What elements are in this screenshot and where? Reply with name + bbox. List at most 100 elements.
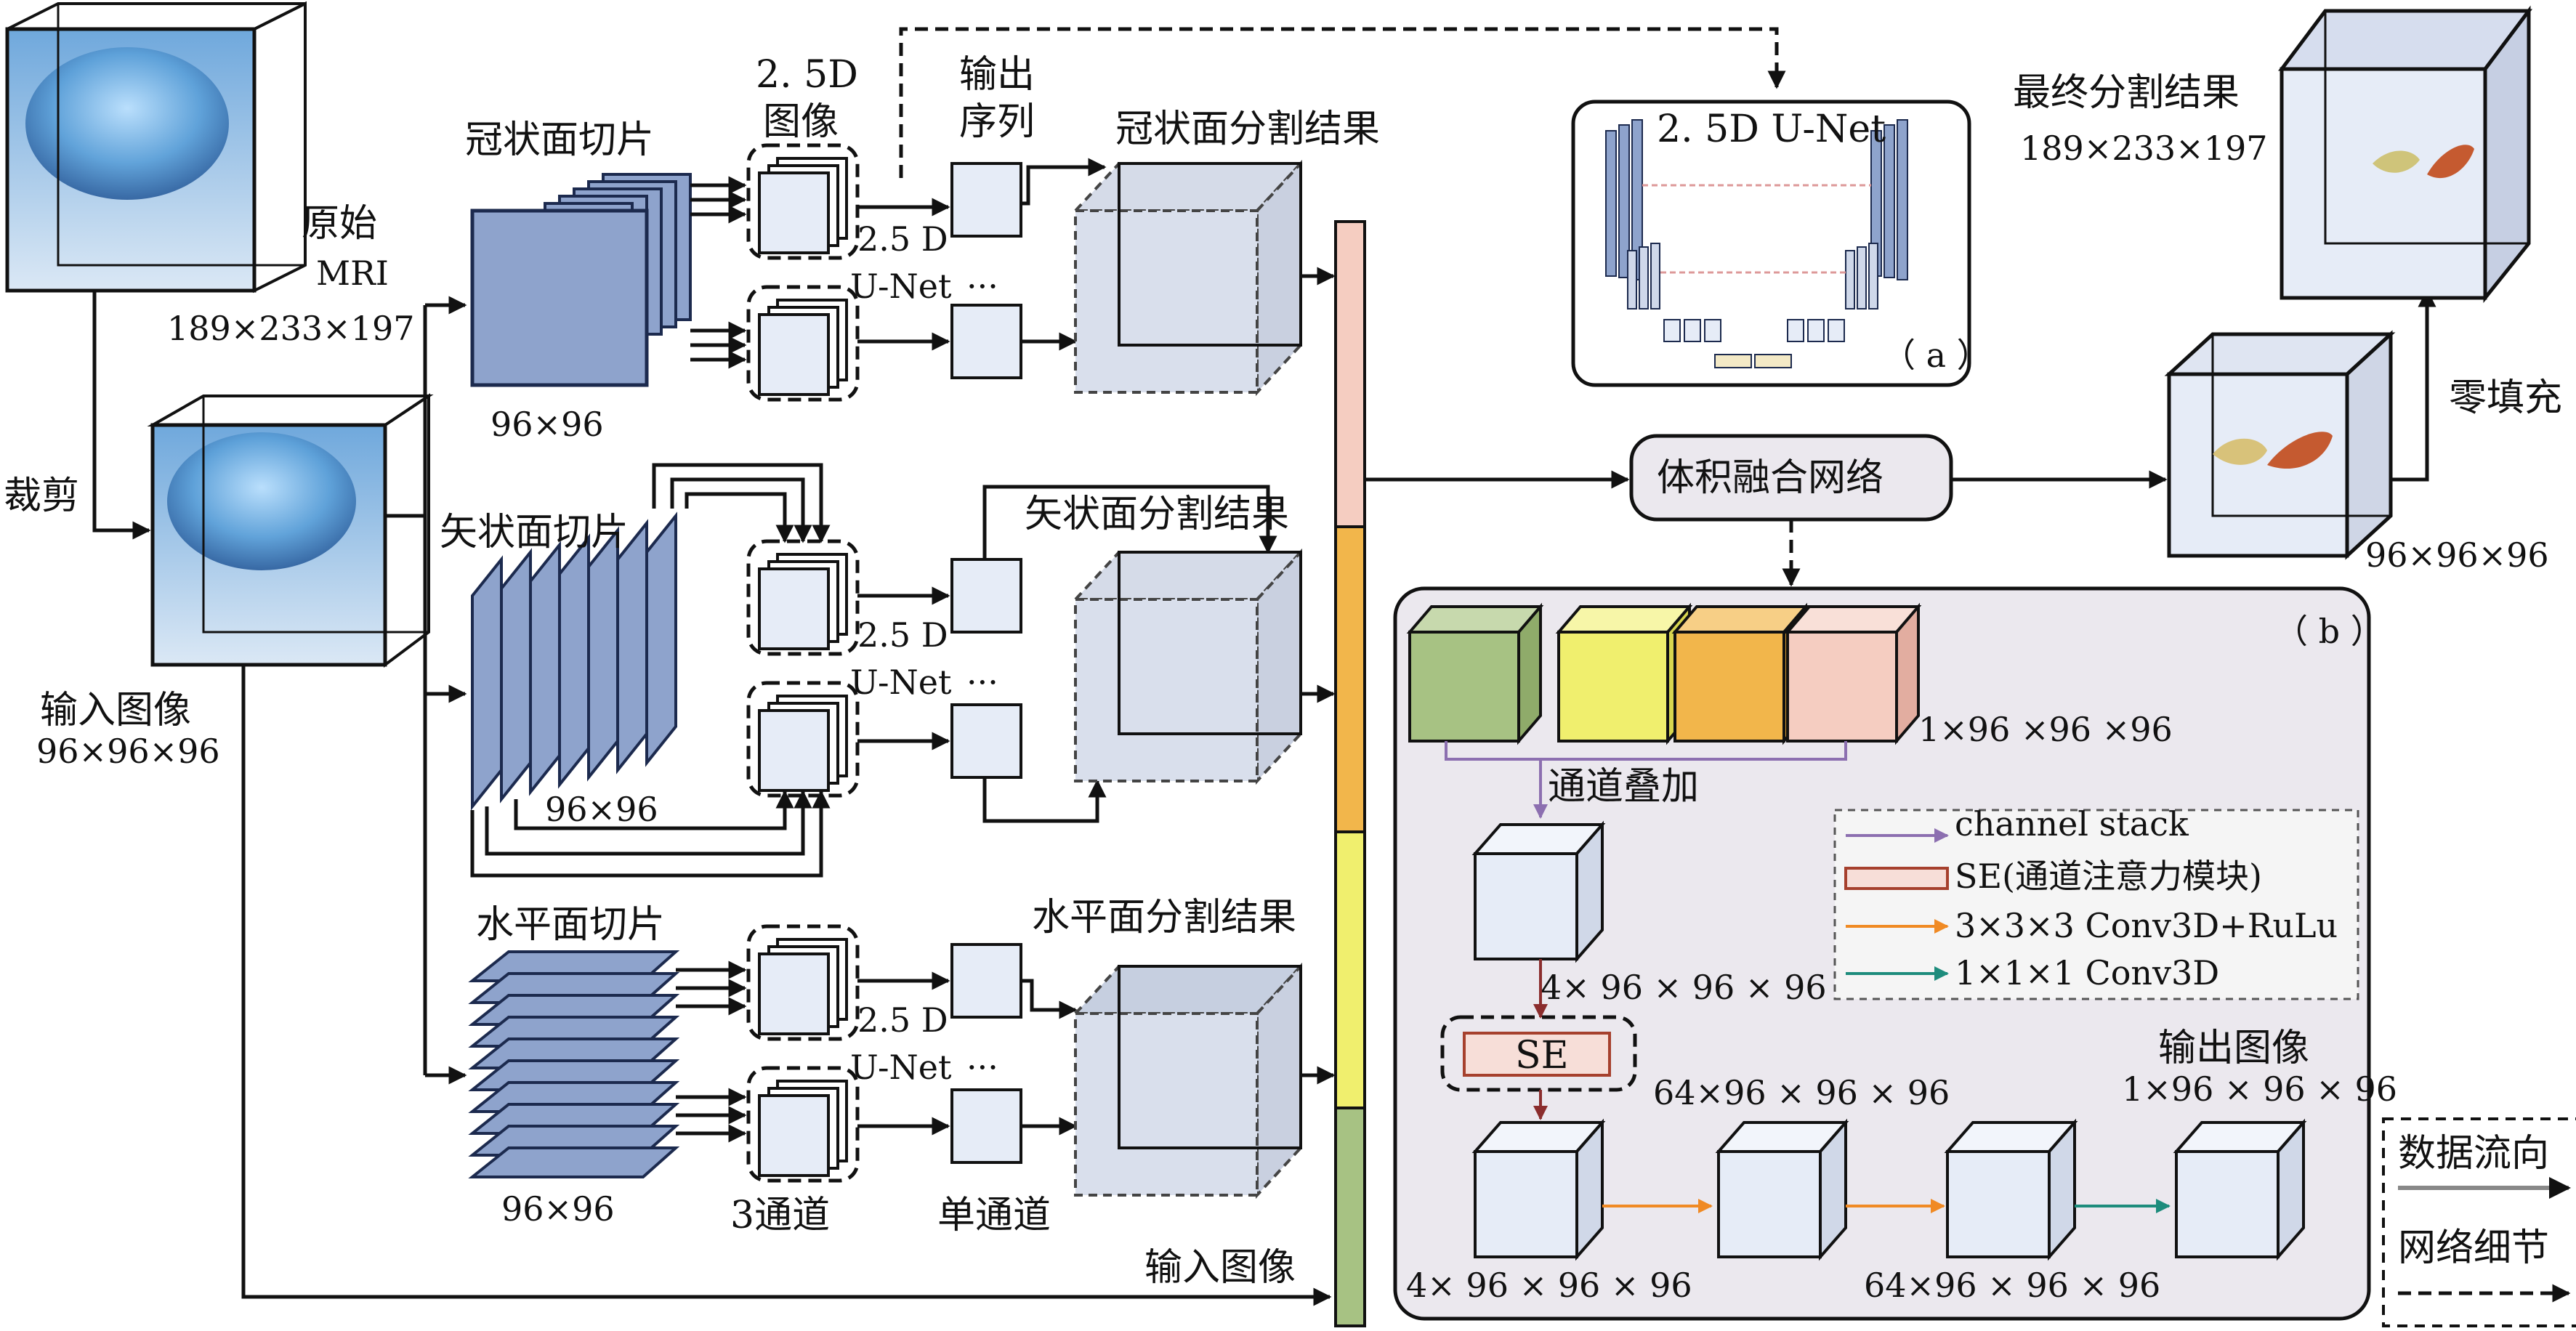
zero-fill-label: 零填充 xyxy=(2449,376,2562,420)
output-seq-coronal-1 xyxy=(950,162,1022,238)
se-label: SE xyxy=(1515,1034,1569,1077)
single-channel-label: 单通道 xyxy=(937,1194,1051,1237)
output-seq-label-1: 输出 xyxy=(959,53,1035,97)
stack-axial-bottom xyxy=(746,1066,860,1183)
seq-to-coronal-result-1 xyxy=(1021,158,1107,206)
input-cube-green xyxy=(1406,602,1544,745)
stack-sagittal-top xyxy=(746,539,860,656)
input-cube-pink xyxy=(1784,602,1922,745)
axial-result-cube xyxy=(1072,962,1304,1199)
brain-image-input xyxy=(167,432,356,570)
fusion-network-label: 体积融合网络 xyxy=(1657,456,1883,500)
legend-conv111: 1×1×1 Conv3D xyxy=(1955,953,2219,992)
se-box xyxy=(1463,1032,1611,1077)
stack-sagittal-bottom xyxy=(746,681,860,798)
coronal-result-cube xyxy=(1072,159,1304,397)
output-dims: 1×96 × 96 × 96 xyxy=(2122,1069,2397,1109)
coronal-slices-label: 冠状面切片 xyxy=(465,118,654,162)
zero-fill-arrow xyxy=(2391,288,2436,482)
output-seq-axial-2 xyxy=(950,1088,1022,1164)
output-seq-sagittal-1 xyxy=(950,558,1022,634)
input-cube-yellow xyxy=(1555,602,1693,745)
output-seq-axial-1 xyxy=(950,943,1022,1019)
hippocampus-shape-fused-2 xyxy=(2267,432,2333,469)
original-label: 原始 xyxy=(302,202,377,246)
fused-result-cube xyxy=(2164,330,2396,560)
axial-slices xyxy=(468,950,680,1178)
coronal-slices xyxy=(470,173,692,387)
output-seq-coronal-2 xyxy=(950,304,1022,379)
sagittal-slices xyxy=(471,511,677,811)
seq-to-axial-result-1 xyxy=(1021,979,1078,1019)
stack-coronal-bottom xyxy=(746,285,860,402)
final-dims: 189×233×197 xyxy=(2020,129,2268,168)
model-unet-label-axial: U-Net xyxy=(850,1048,952,1087)
coronal-result-label: 冠状面分割结果 xyxy=(1115,108,1380,151)
ellipsis-sagittal: ··· xyxy=(966,663,998,702)
sagittal-top-arrow-1 xyxy=(652,463,831,543)
channel-stack-bar xyxy=(1334,220,1366,1327)
original-dims: 189×233×197 xyxy=(167,309,415,348)
image-25d-label-2: 图像 xyxy=(763,100,839,144)
dims-64-bottom: 64×96 × 96 × 96 xyxy=(1864,1266,2160,1305)
output-cube xyxy=(2173,1118,2307,1261)
image-25d-label-1: 2. 5D xyxy=(756,53,858,97)
sagittal-result-cube xyxy=(1072,548,1304,785)
final-result-cube xyxy=(2278,5,2532,304)
hippocampus-shape-fused xyxy=(2213,438,2267,465)
original-mri-cube xyxy=(5,1,307,294)
conv-cube-2 xyxy=(1715,1118,1849,1261)
fused-dims: 96×96×96 xyxy=(2365,535,2549,575)
input-image-label: 输入图像 xyxy=(40,689,191,732)
sagittal-top-arrow-2 xyxy=(670,477,812,543)
conv-cube-1 xyxy=(1471,1118,1606,1261)
output-seq-label-2: 序列 xyxy=(959,100,1035,144)
legend-se-swatch xyxy=(1844,867,1949,890)
dims-64-top: 64×96 × 96 × 96 xyxy=(1653,1073,1950,1112)
sagittal-top-arrow-3 xyxy=(685,492,794,543)
key-net-detail-label: 网络细节 xyxy=(2398,1226,2549,1270)
stack-coronal-top xyxy=(746,143,860,260)
output-image-label: 输出图像 xyxy=(2158,1027,2309,1070)
hippocampus-shape-final xyxy=(2373,150,2420,173)
ellipsis-coronal: ··· xyxy=(966,267,998,306)
seq-to-sagittal-result-2 xyxy=(982,777,1107,823)
ellipsis-axial: ··· xyxy=(966,1048,998,1087)
stack-bracket xyxy=(1445,741,1847,761)
channel-concat-label: 通道叠加 xyxy=(1548,765,1699,809)
coronal-slice-dims: 96×96 xyxy=(490,405,604,444)
legend-se: SE(通道注意力模块) xyxy=(1955,857,2262,896)
crop-label: 裁剪 xyxy=(4,474,79,518)
final-result-label: 最终分割结果 xyxy=(2013,71,2240,115)
after-stack-dims: 4× 96 × 96 × 96 xyxy=(1541,968,1827,1007)
panel-a-label: （ a ） xyxy=(1882,336,1990,375)
model-25d-label-coronal: 2.5 D xyxy=(857,219,948,259)
sagittal-slices-label: 矢状面切片 xyxy=(440,511,629,554)
mri-label: MRI xyxy=(316,254,389,293)
output-seq-sagittal-2 xyxy=(950,703,1022,779)
panel-b-label: （ b ） xyxy=(2274,612,2384,651)
stacked-cube xyxy=(1471,820,1606,963)
input-image-dims: 96×96×96 xyxy=(36,732,220,771)
sagittal-bottom-arrow-3 xyxy=(470,790,831,878)
crop-arrow xyxy=(92,291,151,540)
sagittal-bottom-arrow-1 xyxy=(514,790,794,830)
sagittal-bottom-arrow-2 xyxy=(485,790,812,856)
stack-axial-top xyxy=(746,924,860,1041)
key-data-flow-label: 数据流向 xyxy=(2398,1132,2549,1176)
conv-cube-3 xyxy=(1944,1118,2078,1261)
input-image-cube xyxy=(147,393,434,668)
sagittal-slice-dims: 96×96 xyxy=(545,790,658,829)
brain-image-original xyxy=(25,47,229,200)
sagittal-result-label: 矢状面分割结果 xyxy=(1025,493,1289,536)
axial-slices-label: 水平面切片 xyxy=(476,903,665,947)
model-unet-label-sagittal: U-Net xyxy=(850,663,952,702)
unet-title: 2. 5D U-Net xyxy=(1657,108,1886,151)
axial-slice-dims: 96×96 xyxy=(501,1189,615,1229)
dims-4-bottom: 4× 96 × 96 × 96 xyxy=(1406,1266,1692,1305)
model-25d-label-sagittal: 2.5 D xyxy=(857,615,948,655)
seq-to-sagittal-result-1 xyxy=(982,485,1277,559)
input-image-bottom-label: 输入图像 xyxy=(1144,1246,1296,1290)
legend-box xyxy=(1833,809,2359,1000)
